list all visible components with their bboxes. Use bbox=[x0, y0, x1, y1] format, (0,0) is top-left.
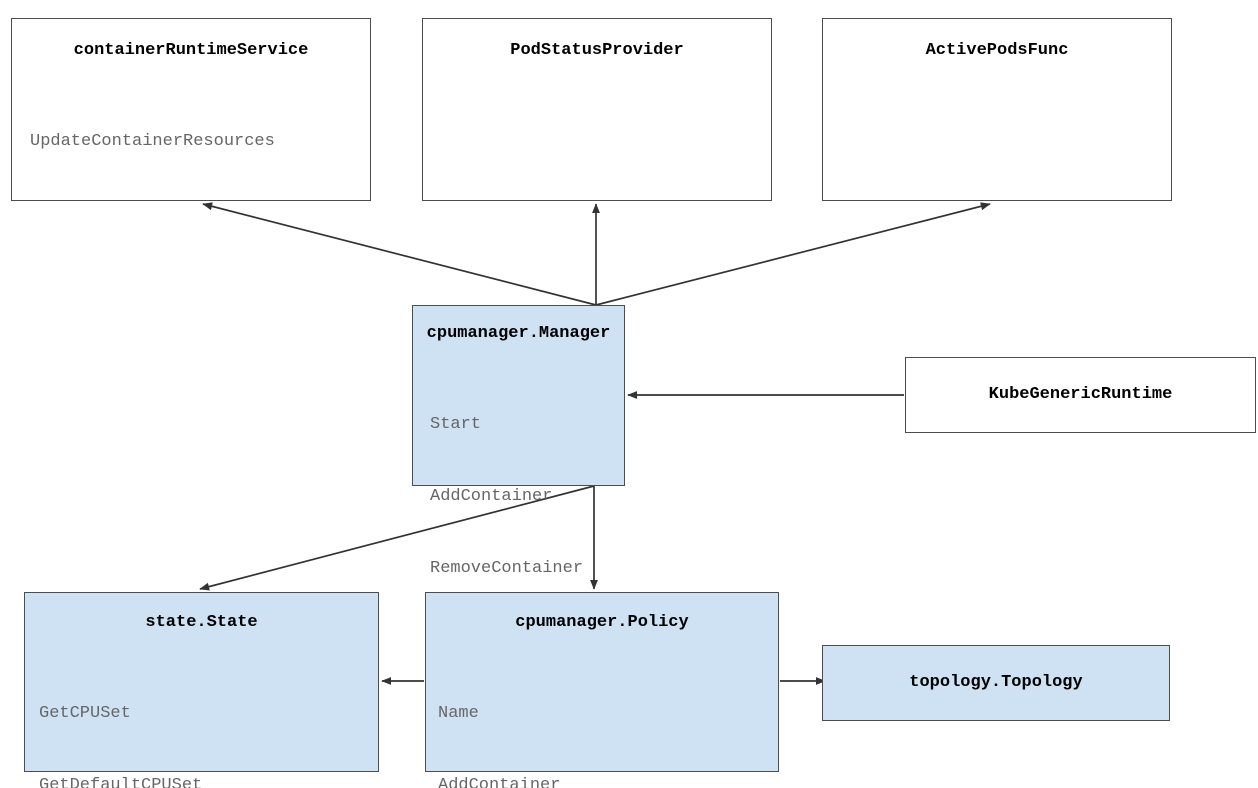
node-method-list: Name AddContainer RemoveContainer bbox=[438, 654, 778, 788]
node-kubegenericruntime[interactable]: KubeGenericRuntime bbox=[905, 357, 1256, 433]
node-title: cpumanager.Policy bbox=[515, 613, 689, 632]
node-method: RemoveContainer bbox=[430, 559, 584, 578]
node-method: GetCPUSet bbox=[39, 704, 131, 723]
node-topology-topology[interactable]: topology.Topology bbox=[822, 645, 1170, 721]
node-activepodsfunc[interactable]: ActivePodsFunc bbox=[822, 18, 1172, 201]
node-containerruntimeservice[interactable]: containerRuntimeService UpdateContainerR… bbox=[11, 18, 371, 201]
node-method: AddContainer bbox=[438, 776, 561, 788]
node-state-state[interactable]: state.State GetCPUSet GetDefaultCPUSet S… bbox=[24, 592, 379, 788]
node-method: Name bbox=[438, 704, 479, 723]
node-title: PodStatusProvider bbox=[510, 41, 684, 60]
node-method: Start bbox=[430, 415, 482, 434]
node-title: cpumanager.Manager bbox=[426, 324, 611, 343]
node-podstatusprovider[interactable]: PodStatusProvider bbox=[422, 18, 772, 201]
edge-manager-to-activepodsfunc bbox=[595, 202, 991, 306]
node-method-list: GetCPUSet GetDefaultCPUSet SetCPUSet Set… bbox=[39, 654, 378, 788]
node-title: KubeGenericRuntime bbox=[988, 385, 1173, 404]
node-title: ActivePodsFunc bbox=[925, 41, 1069, 60]
node-title: state.State bbox=[145, 613, 258, 632]
node-method: UpdateContainerResources bbox=[30, 132, 275, 151]
node-cpumanager-manager[interactable]: cpumanager.Manager Start AddContainer Re… bbox=[412, 305, 625, 650]
node-method-list: UpdateContainerResources bbox=[30, 82, 370, 202]
node-title: topology.Topology bbox=[909, 673, 1083, 692]
edge-manager-to-containerruntimeservice bbox=[202, 202, 597, 306]
node-method: GetDefaultCPUSet bbox=[39, 776, 203, 788]
node-cpumanager-policy[interactable]: cpumanager.Policy Name AddContainer Remo… bbox=[425, 592, 779, 788]
node-method: AddContainer bbox=[430, 487, 553, 506]
node-title: containerRuntimeService bbox=[73, 41, 309, 60]
